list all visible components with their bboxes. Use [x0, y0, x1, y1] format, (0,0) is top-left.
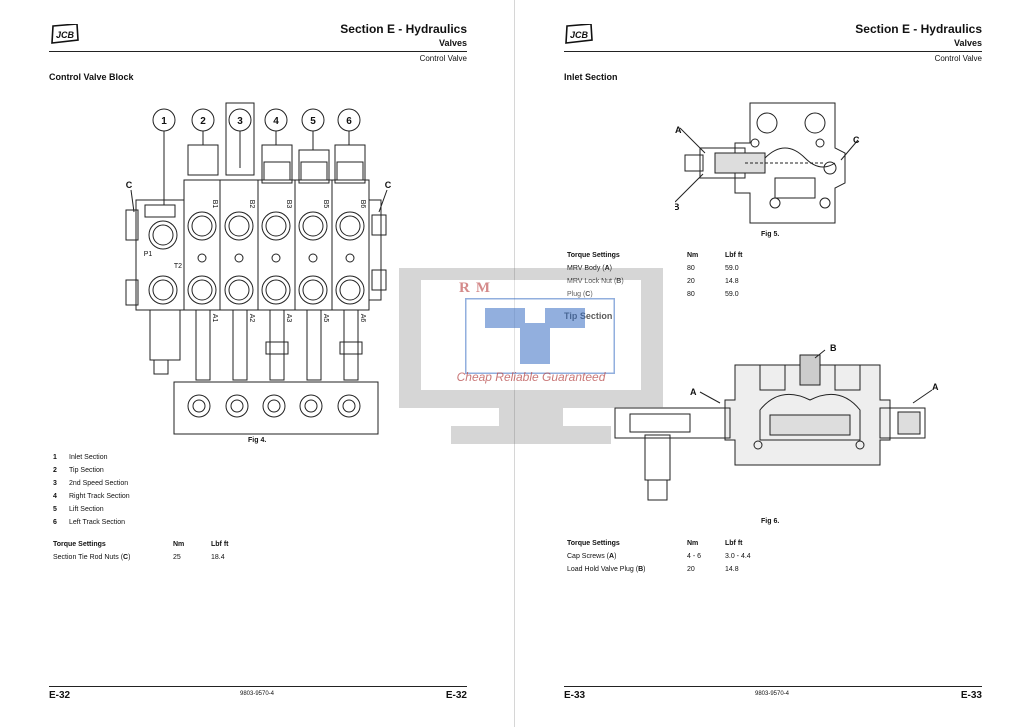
torque-table-inlet: Torque Settings Nm Lbf ft MRV Body (A) 8… — [567, 249, 743, 301]
torque-row: Cap Screws (A) 4 - 6 3.0 - 4.4 — [567, 553, 751, 560]
torque-header: Torque Settings Nm Lbf ft — [53, 541, 229, 548]
inlet-section-diagram: A B C — [675, 102, 860, 224]
torque-row: Section Tie Rod Nuts (C) 25 18.4 — [53, 554, 225, 561]
doc-number: 9803-9570-4 — [754, 691, 790, 697]
label-a: A — [675, 125, 682, 135]
page-e33: JCB Section E - Hydraulics Valves Contro… — [515, 0, 1029, 727]
watermark-text: Cheap Reliable Guaranteed — [456, 370, 606, 384]
header-rule — [49, 51, 467, 52]
port-label-p1: P1 — [144, 251, 153, 258]
torque-header: Torque Settings Nm Lbf ft — [567, 540, 743, 547]
figure-caption-5: Fig 5. — [761, 231, 780, 238]
header-subsection: Control Valve — [934, 54, 982, 63]
section-title: Control Valve Block — [49, 72, 134, 82]
callout-2: 2 — [200, 116, 206, 127]
page-number-right: E-32 — [445, 690, 467, 701]
label-c: C — [853, 135, 860, 145]
port-label-a6: A6 — [359, 314, 366, 323]
callout-group — [152, 108, 361, 205]
lever-base — [173, 381, 379, 435]
watermark-mark: RM — [459, 280, 496, 296]
footer-rule — [564, 686, 982, 687]
torque-row: MRV Lock Nut (B) 20 14.8 — [567, 278, 739, 285]
torque-table: Torque Settings Nm Lbf ft Section Tie Ro… — [53, 538, 229, 564]
callout-6: 6 — [346, 116, 352, 127]
label-c-left: C — [126, 180, 133, 190]
port-label-a1: A1 — [211, 314, 218, 323]
label-a-right: A — [932, 382, 939, 392]
header-title: Section E - Hydraulics — [340, 22, 467, 36]
page-gutter — [514, 0, 515, 727]
section-title: Inlet Section — [564, 72, 618, 82]
page-e32: JCB Section E - Hydraulics Valves Contro… — [0, 0, 514, 727]
doc-number: 9803-9570-4 — [239, 691, 275, 697]
figure-caption: Fig 4. — [248, 437, 267, 444]
port-label-b5: B5 — [322, 200, 329, 209]
torque-row: Plug (C) 80 59.0 — [567, 291, 739, 298]
footer-rule — [49, 686, 467, 687]
port-label-a5: A5 — [322, 314, 329, 323]
port-label-b3: B3 — [285, 200, 292, 209]
port-label-t2: T2 — [174, 263, 182, 270]
header-title: Section E - Hydraulics — [855, 22, 982, 36]
jcb-logo: JCB — [565, 24, 593, 44]
svg-text:JCB: JCB — [570, 30, 589, 40]
port-label-a3: A3 — [285, 314, 292, 323]
label-c-right: C — [385, 180, 392, 190]
spool-cap — [187, 144, 219, 176]
figure-caption-6: Fig 6. — [761, 518, 780, 525]
header-subtitle: Valves — [953, 38, 982, 48]
header-rule — [564, 51, 982, 52]
callout-3: 3 — [237, 116, 243, 127]
port-label-b2: B2 — [248, 200, 255, 209]
callout-4: 4 — [273, 116, 279, 127]
tip-section-diagram: B A A — [614, 343, 939, 501]
page-number: E-33 — [564, 690, 586, 701]
label-a-left: A — [690, 387, 697, 397]
page-number-right: E-33 — [960, 690, 982, 701]
port-label-a2: A2 — [248, 314, 255, 323]
tip-section-title: Tip Section — [564, 311, 612, 321]
port-label-b1: B1 — [211, 200, 218, 209]
label-b: B — [675, 202, 680, 212]
torque-row: MRV Body (A) 80 59.0 — [567, 265, 739, 272]
torque-row: Load Hold Valve Plug (B) 20 14.8 — [567, 566, 739, 573]
wrench-watermark-icon — [465, 298, 615, 374]
watermark: RM Cheap Reliable Guaranteed — [399, 268, 663, 444]
control-valve-block-diagram: 1 2 3 4 5 6 C C P1 T2 B1 B2 B3 B5 B6 A1 … — [125, 102, 392, 435]
header-subtitle: Valves — [438, 38, 467, 48]
svg-text:JCB: JCB — [56, 30, 75, 40]
label-b: B — [830, 343, 837, 353]
jcb-logo: JCB — [51, 24, 79, 44]
torque-header: Torque Settings Nm Lbf ft — [567, 252, 743, 259]
port-label-b6: B6 — [359, 200, 366, 209]
callout-5: 5 — [310, 116, 316, 127]
callout-1: 1 — [161, 116, 167, 127]
header-subsection: Control Valve — [419, 54, 467, 63]
torque-table-tip: Torque Settings Nm Lbf ft Cap Screws (A)… — [567, 537, 751, 576]
spool-cap-tall — [225, 102, 255, 176]
page-number: E-32 — [49, 690, 71, 701]
